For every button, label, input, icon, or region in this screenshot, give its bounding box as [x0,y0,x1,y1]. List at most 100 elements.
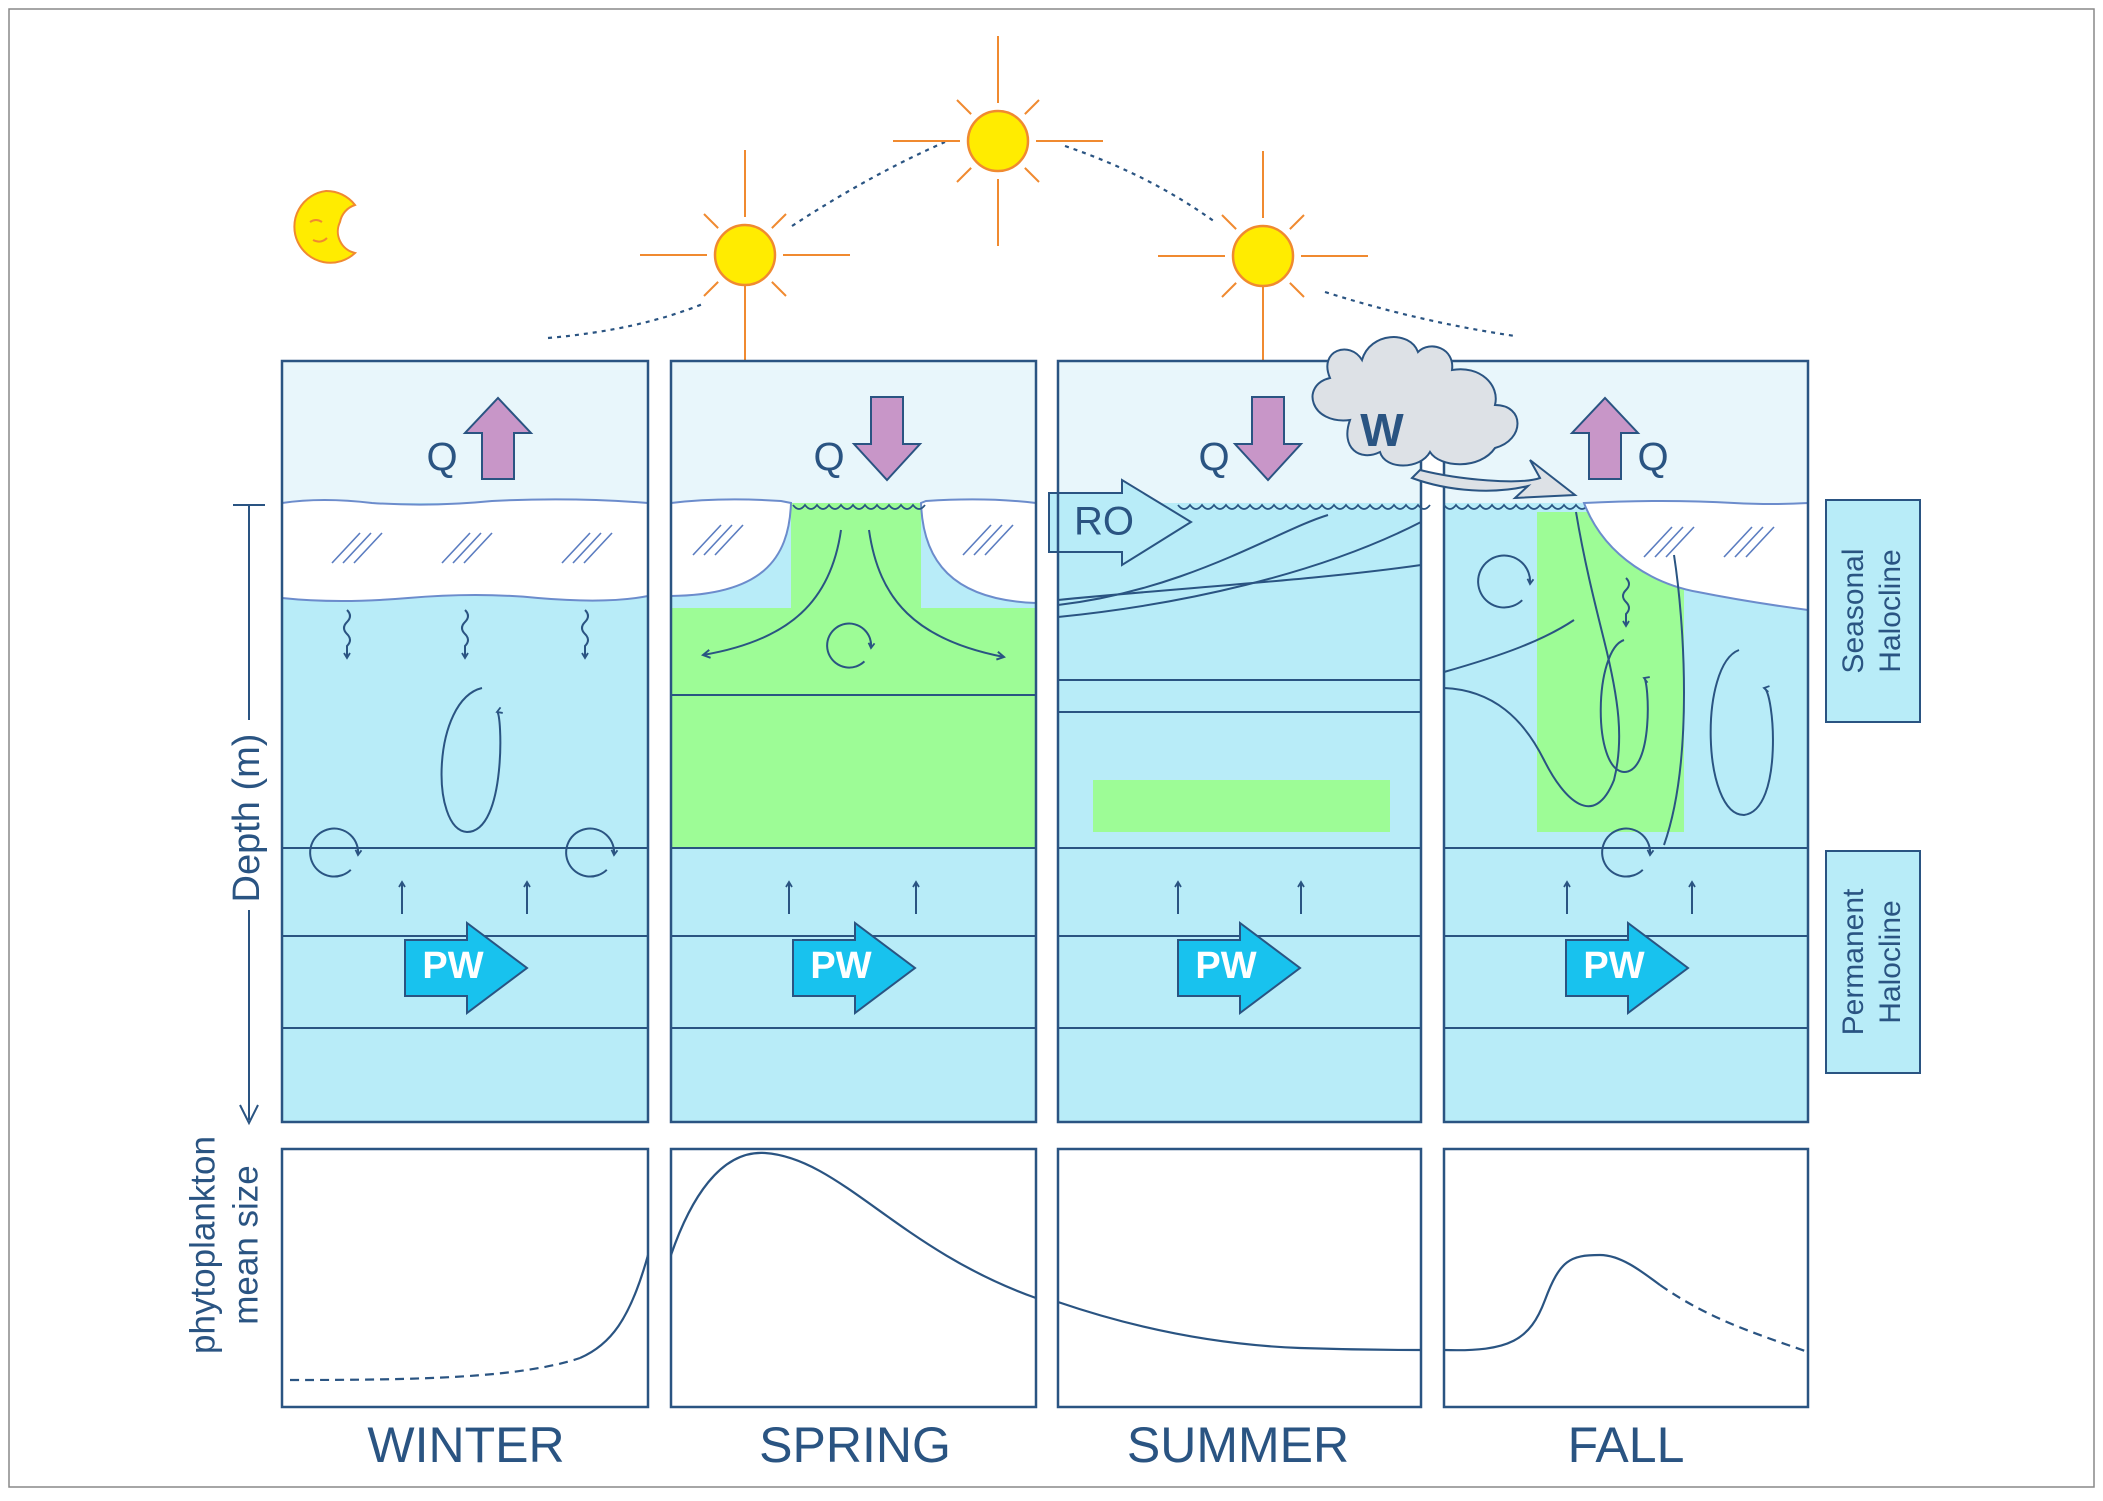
seasonal-label-line1: Seasonal [1837,548,1870,673]
eddy-arrow [1477,554,1535,609]
season-labels: WINTER SPRING SUMMER FALL [367,1417,1684,1473]
pacific-water-arrow [1565,921,1690,1015]
heat-flux-down-arrow [1232,396,1304,482]
phytoplankton-bloom [671,608,1036,848]
pacific-water-arrow [792,921,917,1015]
heat-flux-up-arrow [462,396,534,480]
air-layer [671,361,1036,503]
seasonal-halocline-label: Seasonal Halocline [1825,499,1921,723]
convection-cell [440,687,503,834]
ice-hatch [561,532,591,564]
ice-hatch [441,532,471,564]
brine-arrow [581,609,589,660]
heat-flux-down-arrow [851,396,923,482]
sun-ray [703,213,719,229]
pacific-water-label: PW [1195,945,1256,987]
freshwater-front [1057,521,1422,618]
ice-hatch [331,532,361,564]
season-label-winter: WINTER [367,1417,564,1473]
sun-disc [713,223,777,287]
permanent-label-line2: Halocline [1874,900,1907,1023]
sun-disc [1231,224,1295,288]
ice-hatch [572,532,602,564]
brine-arrow [1622,577,1630,628]
depth-axis: Depth (m) [226,504,272,1126]
sun-ray [956,99,972,115]
freshwater-front [1057,514,1329,606]
phytoplankton-bloom-surface [671,503,921,608]
sun-ray [703,281,719,297]
panel-fall: PWQ [1442,359,1810,1409]
subsurface-chlorophyll-max [1093,780,1390,832]
sun-path-mid-right [1064,144,1216,223]
sun-ray [1289,282,1305,298]
ice-hatch [962,524,992,556]
size-plot-box [1056,1147,1423,1409]
ice-hatch [1665,526,1695,558]
brine-arrow [343,609,351,660]
ice-hatch [714,524,744,556]
size-axis-label-line2: mean size [226,1165,265,1325]
water-column [282,503,648,1122]
sun-ray [1289,214,1305,230]
ice-hatch [463,532,493,564]
eddy-arrow [826,622,876,669]
depth-axis-label: Depth (m) [226,734,268,903]
ice-hatch [692,524,722,556]
pacific-water-arrow [1177,921,1302,1015]
upwelling-streamline [1443,511,1621,807]
sun-ray [1024,99,1040,115]
size-curve [579,1254,650,1360]
season-label-fall: FALL [1568,1417,1685,1473]
convection-cell [1599,639,1650,774]
sun-ray [1221,214,1237,230]
ice-hatch [1723,526,1753,558]
pacific-water-label: PW [422,945,483,987]
season-label-summer: SUMMER [1127,1417,1349,1473]
size-curve [669,1151,1037,1300]
pacific-water-arrow [404,921,529,1015]
sun-ray [771,281,787,297]
moon-icon [293,189,358,264]
heat-flux-label: Q [426,436,457,480]
brine-arrow [461,609,469,660]
size-curve [289,1356,581,1382]
sun-icon [893,36,1103,246]
freshwater-front [1057,564,1422,601]
sun-path-right [1324,290,1516,338]
runoff-arrow [1048,478,1193,567]
size-curve [1659,1284,1809,1354]
panel-border [280,359,650,1124]
convection-cell [1709,649,1774,817]
panel-border [1056,359,1423,1124]
eddy-arrow [1601,827,1655,878]
size-curve [1443,1253,1661,1352]
ice-hatch [703,524,733,556]
wind-label: W [1360,404,1404,456]
sea-ice-left [670,498,793,598]
sun-icon [1158,151,1368,361]
upwelling-streamline [1443,619,1575,673]
ice-hatch [973,524,1003,556]
ice-hatch [1643,526,1673,558]
upwelling-streamline [1663,554,1685,846]
size-curve [1057,1300,1422,1352]
heat-flux-up-arrow [1569,396,1641,480]
wind-cloud [1311,336,1519,467]
sun-path-mid-left [791,140,946,227]
size-axis: phytoplankton mean size [183,1136,265,1354]
panel-border [1442,359,1810,1124]
size-axis-label-line1: phytoplankton [183,1136,222,1354]
wind-arrow [1410,459,1578,500]
size-plot-box [1442,1147,1810,1409]
ice-hatch [1745,526,1775,558]
panel-winter: PW Q [280,359,650,1409]
ice-hatch [342,532,372,564]
sun-disc [966,109,1030,173]
cloud-icon: W [1311,336,1578,500]
size-plot-box [280,1147,650,1409]
eddy-arrow [309,827,363,878]
